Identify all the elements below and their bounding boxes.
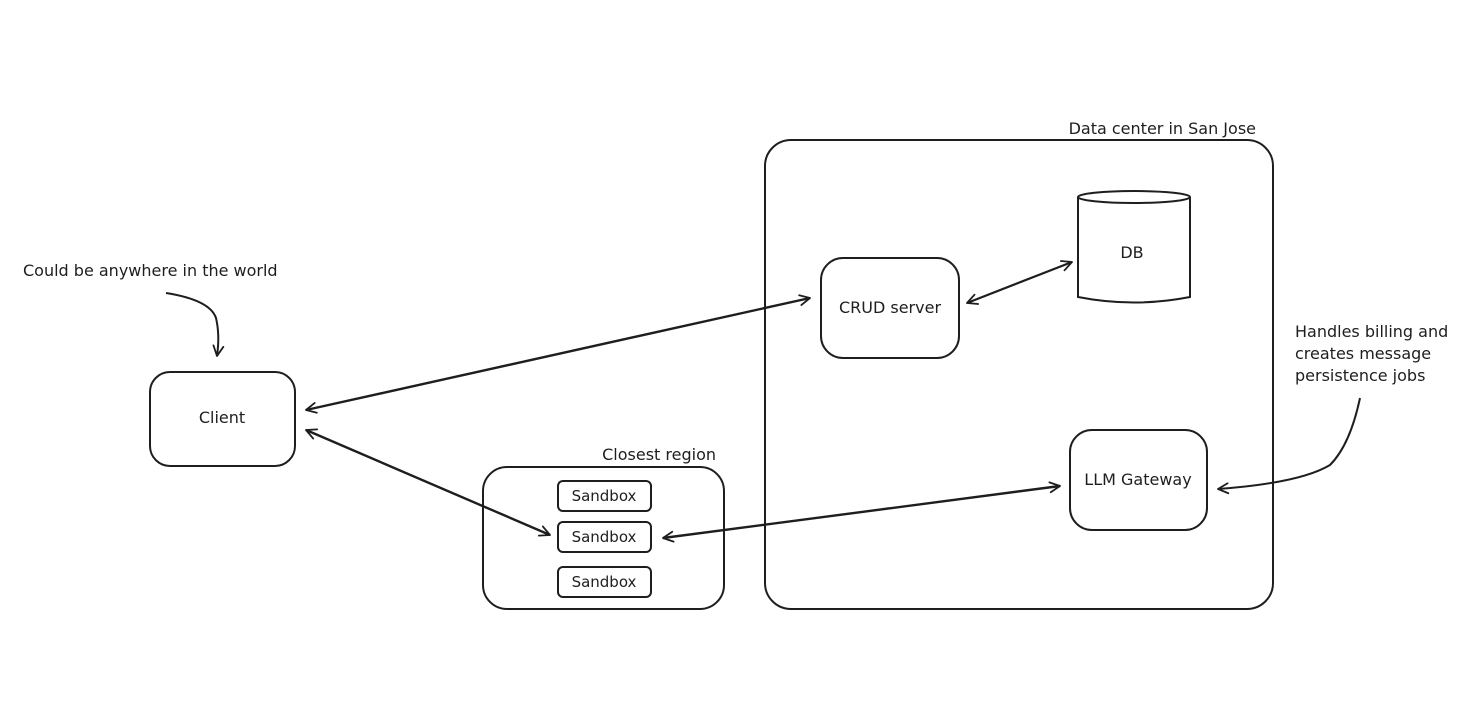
sandbox-label-3: Sandbox — [571, 573, 637, 591]
closest-region-title: Closest region — [602, 445, 716, 464]
sandbox-box-1 — [557, 480, 652, 512]
db-cylinder — [1077, 190, 1191, 304]
db-label: DB — [1120, 243, 1144, 262]
sandbox-label-1: Sandbox — [571, 487, 637, 505]
arrow-client-crud — [305, 294, 811, 414]
client-label: Client — [198, 408, 246, 427]
crud-server-label: CRUD server — [838, 298, 942, 317]
sandbox-box-2 — [557, 521, 652, 553]
llm-gateway-box — [1069, 429, 1208, 531]
arrow-crud-db — [966, 260, 1073, 305]
crud-server-box — [820, 257, 960, 359]
data-center-title: Data center in San Jose — [1068, 119, 1256, 138]
gateway-role-note: Handles billing and creates message pers… — [1295, 322, 1449, 385]
arrow-note-to-client — [165, 292, 225, 357]
sandbox-label-2: Sandbox — [571, 528, 637, 546]
llm-gateway-label: LLM Gateway — [1084, 470, 1192, 489]
client-location-note: Could be anywhere in the world — [23, 261, 278, 280]
data-center-container — [764, 139, 1274, 610]
arrow-sandbox-gateway — [662, 481, 1061, 543]
client-box — [149, 371, 296, 467]
arrow-note-to-gateway — [1217, 397, 1361, 495]
sandbox-box-3 — [557, 566, 652, 598]
arrow-client-sandbox — [305, 428, 551, 537]
